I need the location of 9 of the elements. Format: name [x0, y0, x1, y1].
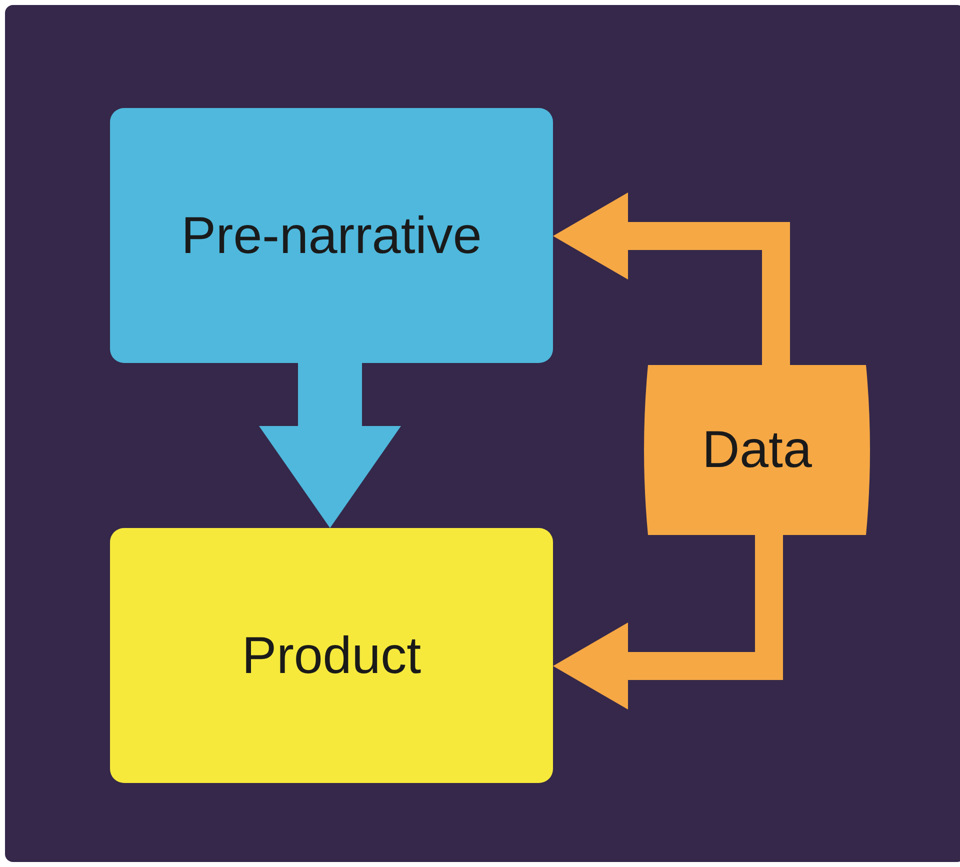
arrow [259, 363, 401, 528]
arrow [553, 192, 790, 365]
node-label: Data [702, 420, 812, 480]
process-box [110, 528, 553, 783]
process-box [110, 108, 553, 363]
data-box [642, 365, 872, 535]
node-label: Pre-narrative [181, 206, 482, 266]
node-label: Product [242, 626, 422, 686]
arrow [553, 535, 783, 710]
